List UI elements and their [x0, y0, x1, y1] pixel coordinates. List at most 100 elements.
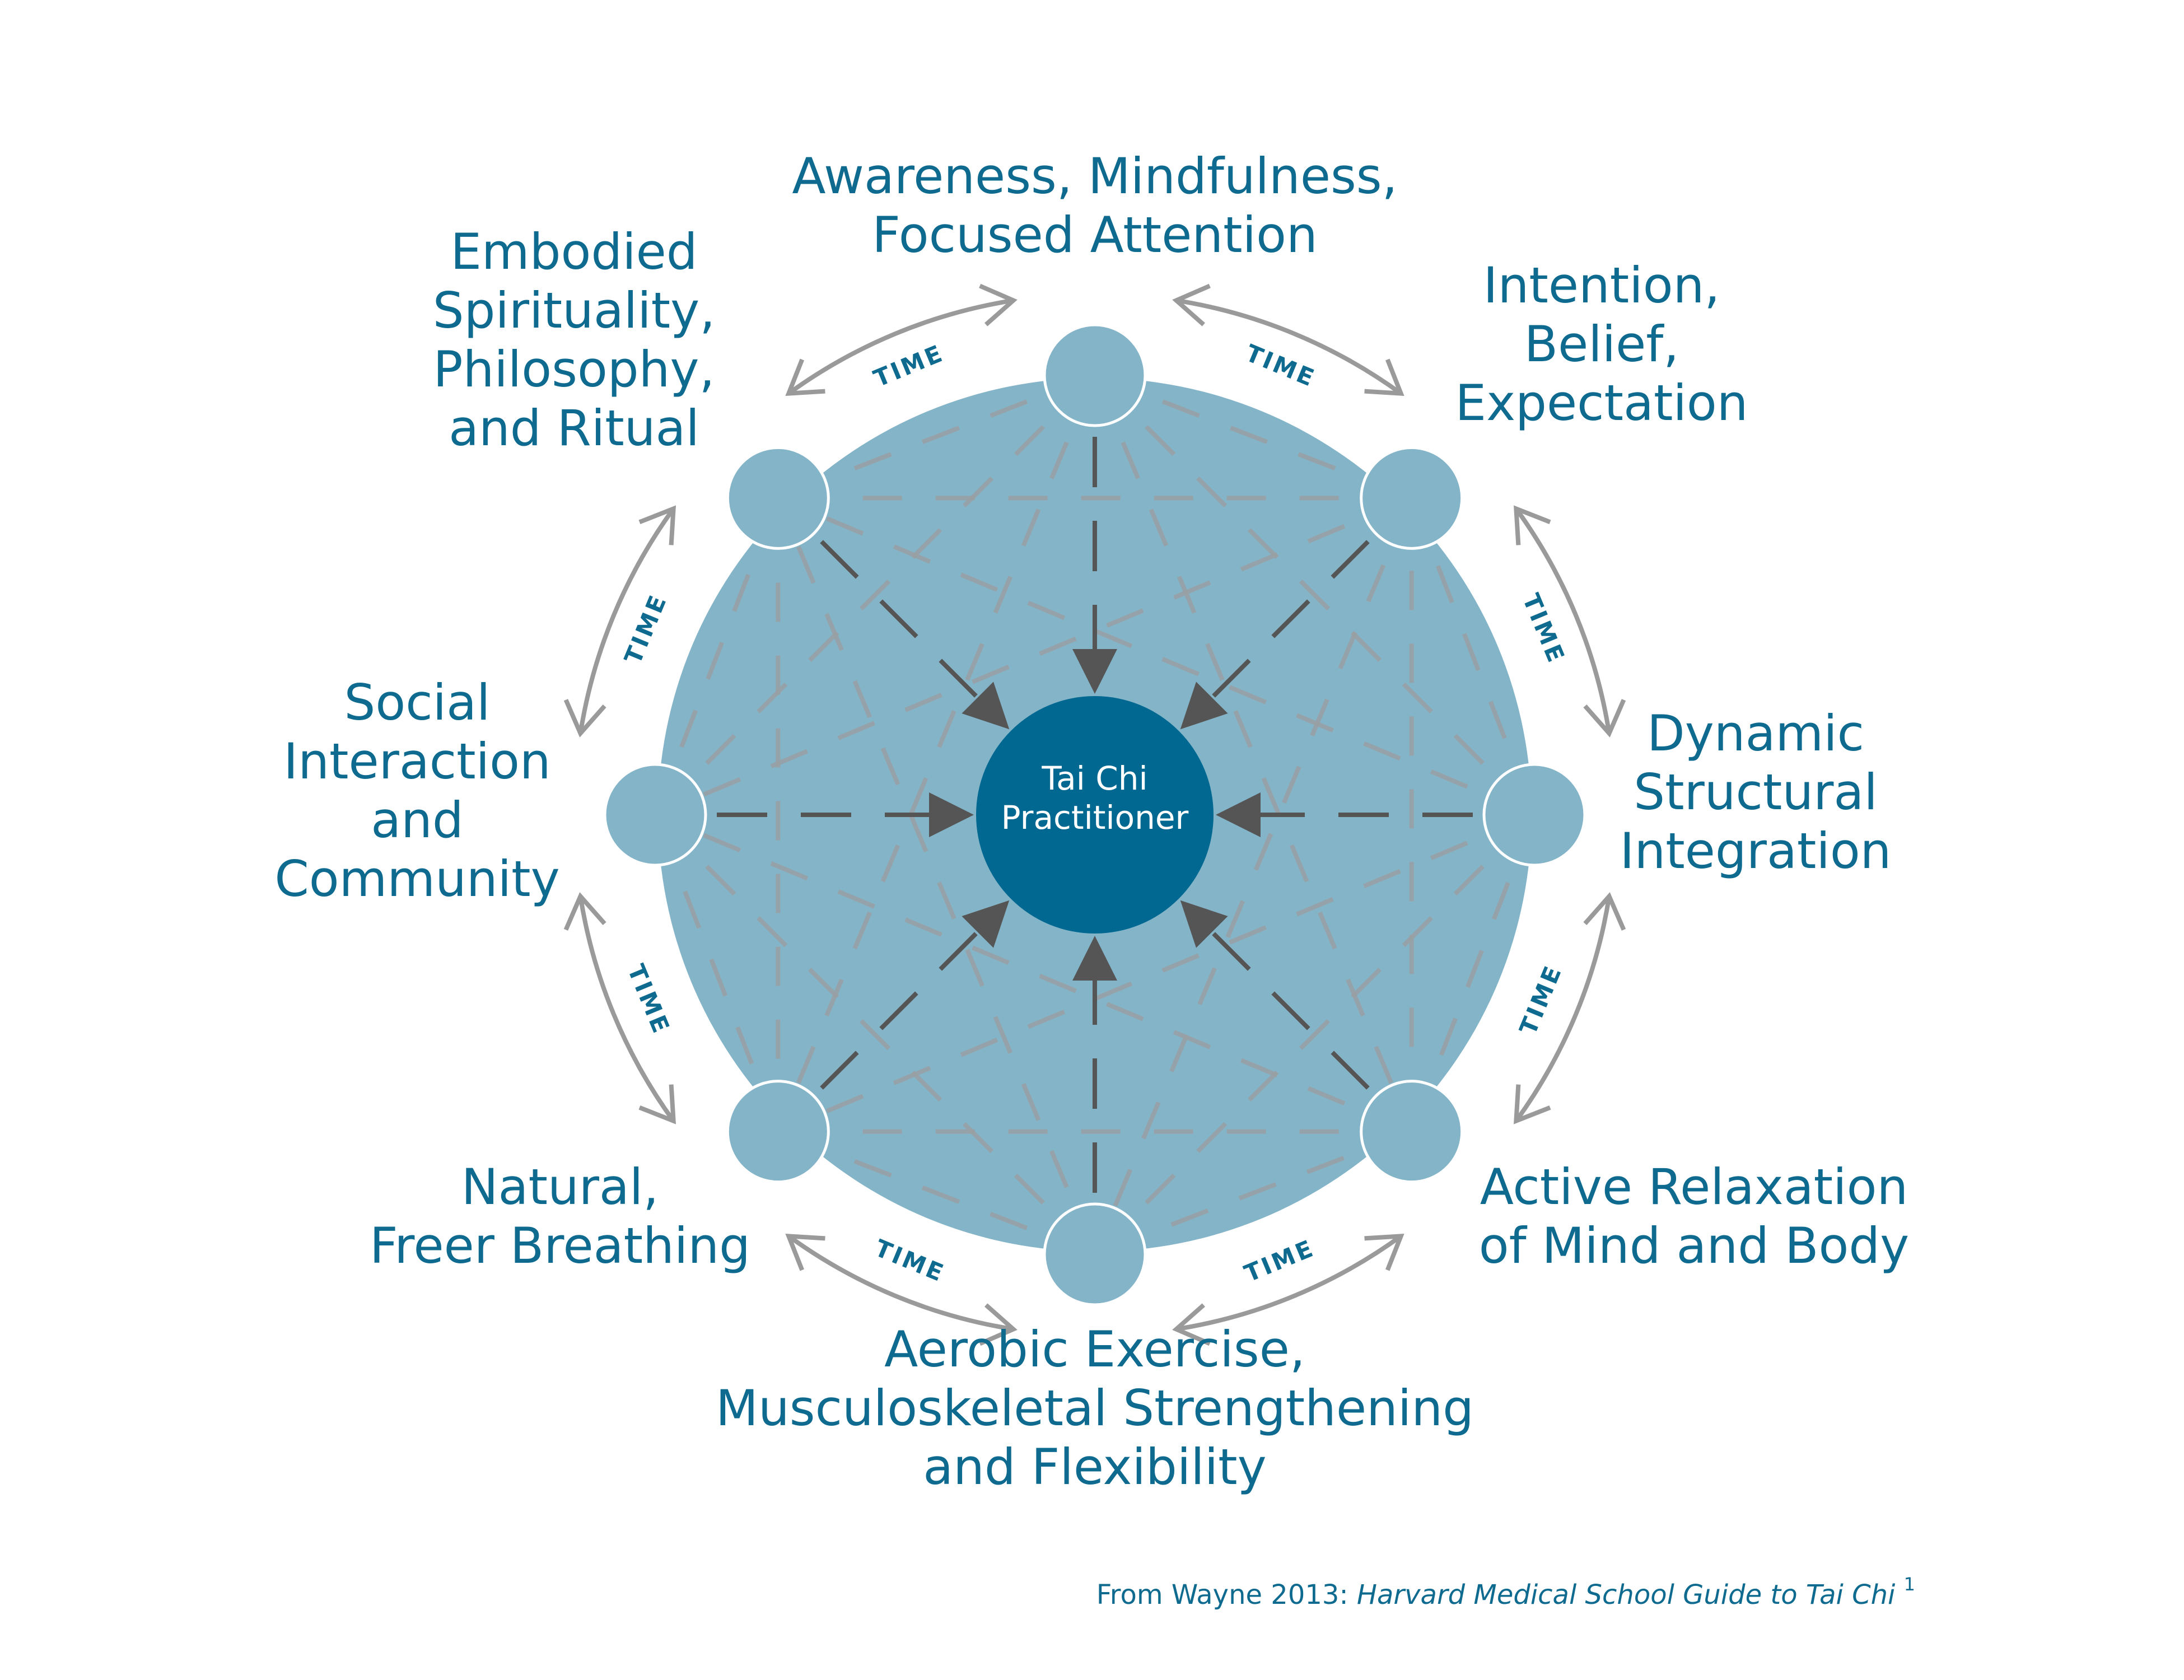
time-arrowhead-0-1 — [1364, 358, 1404, 396]
label-top-left-line-1: Embodied — [450, 223, 697, 281]
label-left-line-3: and — [371, 791, 464, 849]
label-right-line-3: Integration — [1620, 822, 1892, 880]
label-top-line-1: Awareness, Mindfulness, — [792, 147, 1397, 205]
time-label-5: TIME — [622, 960, 675, 1039]
time-arrowhead-6-1 — [638, 505, 676, 545]
time-arc-path-4 — [787, 1234, 1014, 1332]
label-bottom-line-2: Musculoskeletal Strengthening — [716, 1379, 1474, 1437]
time-arrowhead-3-1 — [1172, 1303, 1211, 1346]
label-left-line-4: Community — [274, 850, 559, 908]
time-arrowhead-7-0 — [785, 358, 825, 396]
time-arrowhead-3-0 — [1364, 1234, 1404, 1271]
label-top-right-line-1: Intention, — [1483, 256, 1720, 314]
label-top-line-2: Focused Attention — [872, 206, 1317, 264]
time-arrowhead-6-0 — [563, 699, 606, 738]
time-arc-path-3 — [1175, 1234, 1402, 1332]
node-circle-top — [1043, 323, 1147, 427]
time-arc-1: TIME — [1514, 505, 1626, 738]
time-arrowhead-1-1 — [1583, 699, 1626, 738]
label-left-line-2: Interaction — [283, 732, 550, 790]
time-arrowhead-0-0 — [1172, 283, 1211, 326]
spoke-arrow-top-left — [820, 540, 1010, 730]
node-circle-bottom-left — [726, 1080, 830, 1184]
lattice-line-top-right-right — [1409, 497, 1537, 816]
node-circle-left — [603, 763, 707, 867]
lattice-line-left-top-left — [653, 497, 781, 816]
node-circle-bottom — [1043, 1202, 1147, 1306]
time-arrowhead-5-1 — [563, 892, 606, 931]
lattice-line-bottom-right-left — [654, 813, 1413, 1134]
label-bottom-right-line-1: Active Relaxation — [1480, 1158, 1908, 1216]
time-label-6: TIME — [619, 590, 672, 668]
source-caption: From Wayne 2013: Harvard Medical School … — [1096, 1574, 1915, 1611]
lattice-line-bottom-left — [654, 813, 1096, 1256]
time-arc-path-5 — [578, 895, 675, 1122]
lattice-line-right-bottom-left — [777, 813, 1536, 1134]
lattice-line-bottom-right-bottom — [1094, 1129, 1413, 1257]
lattice-line-top-right-left — [654, 496, 1413, 817]
label-bottom-left-line-1: Natural, — [461, 1158, 659, 1216]
time-arc-5: TIME — [563, 892, 676, 1124]
time-arc-7: TIME — [785, 283, 1018, 396]
caption-prefix: From Wayne 2013: — [1096, 1579, 1357, 1611]
label-bottom-left-line-2: Freer Breathing — [370, 1217, 750, 1275]
time-arc-0: TIME — [1172, 283, 1404, 396]
time-arrowhead-4-0 — [979, 1303, 1018, 1346]
caption-footnote: 1 — [1903, 1574, 1915, 1595]
spoke-arrow-bottom-left — [820, 900, 1010, 1090]
lattice-line-top-right-bottom — [1093, 497, 1414, 1256]
node-circle-right — [1482, 763, 1586, 867]
label-left-line-1: Social — [344, 674, 491, 731]
spoke-arrows — [717, 437, 1473, 1193]
lattice-line-bottom-left-left — [653, 814, 781, 1133]
lattice-line-bottom-top-left — [776, 497, 1097, 1256]
spoke-arrow-bottom-right — [1180, 900, 1370, 1090]
node-circle-top-right — [1360, 446, 1464, 550]
lattice-line-top-right — [1093, 374, 1536, 816]
lattice-line-right-bottom — [1093, 813, 1536, 1256]
node-circles — [603, 323, 1586, 1306]
label-top-left-line-2: Spirituality, — [433, 282, 715, 339]
time-label-0: TIME — [1242, 339, 1320, 392]
time-arc-path-1 — [1514, 507, 1612, 734]
lattice-line-top-bottom-right — [1093, 374, 1414, 1133]
time-label-3: TIME — [1240, 1234, 1319, 1287]
label-right-line-1: Dynamic — [1647, 704, 1864, 762]
time-arrowhead-1-0 — [1514, 505, 1551, 545]
lattice-line-top-top-left — [777, 373, 1096, 501]
label-bottom-right-line-2: of Mind and Body — [1479, 1217, 1909, 1275]
time-arrowhead-2-0 — [1583, 892, 1626, 931]
time-arc-path-6 — [578, 507, 675, 734]
time-arc-2: TIME — [1514, 892, 1626, 1124]
node-circle-bottom-right — [1360, 1080, 1464, 1184]
time-arrowhead-5-0 — [638, 1084, 676, 1124]
lattice-line-right-top-left — [777, 496, 1536, 817]
lattice-line-right-bottom-right — [1409, 814, 1537, 1133]
node-labels: Awareness, Mindfulness,Focused Attention… — [274, 147, 1909, 1496]
label-right-line-2: Structural — [1634, 763, 1878, 821]
center-label-line-2: Practitioner — [1001, 799, 1189, 837]
time-arc-path-7 — [787, 298, 1014, 395]
time-arrowhead-4-1 — [785, 1234, 825, 1271]
label-top-left-line-4: and Ritual — [449, 399, 699, 457]
label-top-left-line-3: Philosophy, — [433, 340, 715, 398]
time-arc-path-2 — [1514, 895, 1612, 1122]
time-label-2: TIME — [1514, 960, 1567, 1039]
center-circle — [976, 696, 1214, 934]
label-bottom-line-1: Aerobic Exercise, — [884, 1320, 1305, 1378]
time-arc-path-0 — [1175, 298, 1402, 395]
spoke-arrow-top-right — [1180, 540, 1370, 730]
time-arrowhead-2-1 — [1514, 1084, 1551, 1124]
time-label-1: TIME — [1517, 590, 1570, 668]
dashed-lattice — [653, 373, 1537, 1257]
label-top-right-line-3: Expectation — [1455, 374, 1748, 432]
time-label-7: TIME — [870, 339, 948, 392]
time-arc-6: TIME — [563, 505, 676, 738]
center-node: Tai Chi Practitioner — [976, 696, 1214, 934]
lattice-line-top-left — [654, 374, 1096, 816]
center-label-line-1: Tai Chi — [1041, 759, 1147, 797]
lattice-line-bottom-bottom-left — [777, 1129, 1096, 1257]
time-label-4: TIME — [871, 1234, 949, 1287]
lattice-line-top-bottom-left — [776, 374, 1097, 1133]
